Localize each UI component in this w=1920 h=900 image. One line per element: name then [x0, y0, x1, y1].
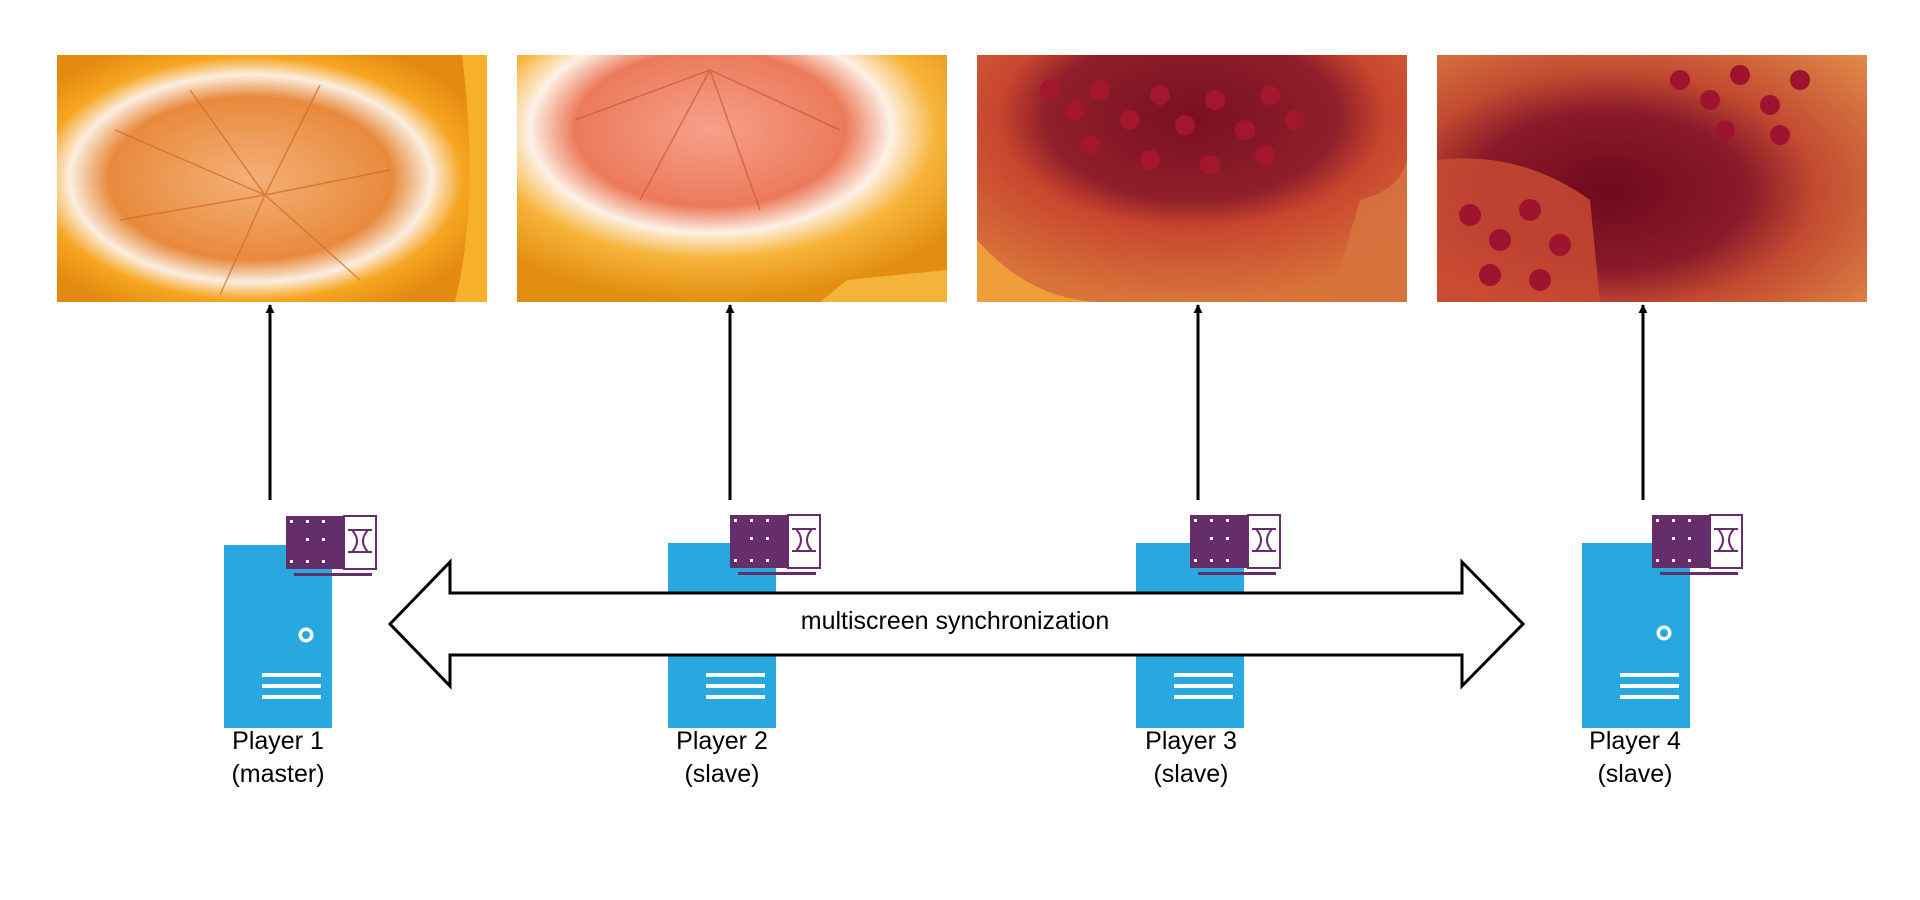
player-name: Player 2 — [676, 727, 768, 755]
screen-4 — [1437, 55, 1867, 302]
player-role: (slave) — [684, 760, 759, 788]
player-4: Player 4 (slave) — [1582, 514, 1743, 788]
screen-3 — [977, 55, 1407, 302]
player-1: Player 1 (master) — [224, 515, 377, 788]
player-role: (slave) — [1153, 760, 1228, 788]
sync-card-icon — [730, 514, 821, 575]
server-icon — [1582, 543, 1690, 728]
player-name: Player 4 — [1589, 727, 1681, 755]
sync-card-icon — [1190, 514, 1281, 575]
player-role: (slave) — [1597, 760, 1672, 788]
sync-card-icon — [286, 515, 377, 576]
player-name: Player 1 — [232, 727, 324, 755]
output-arrows — [265, 304, 1648, 500]
sync-label: multiscreen synchronization — [801, 607, 1109, 635]
sync-double-arrow — [387, 558, 1526, 690]
screen-2 — [517, 55, 947, 302]
screen-1 — [57, 55, 487, 302]
server-icon — [224, 545, 332, 728]
player-role: (master) — [231, 760, 324, 788]
sync-card-icon — [1652, 514, 1743, 575]
player-name: Player 3 — [1145, 727, 1237, 755]
